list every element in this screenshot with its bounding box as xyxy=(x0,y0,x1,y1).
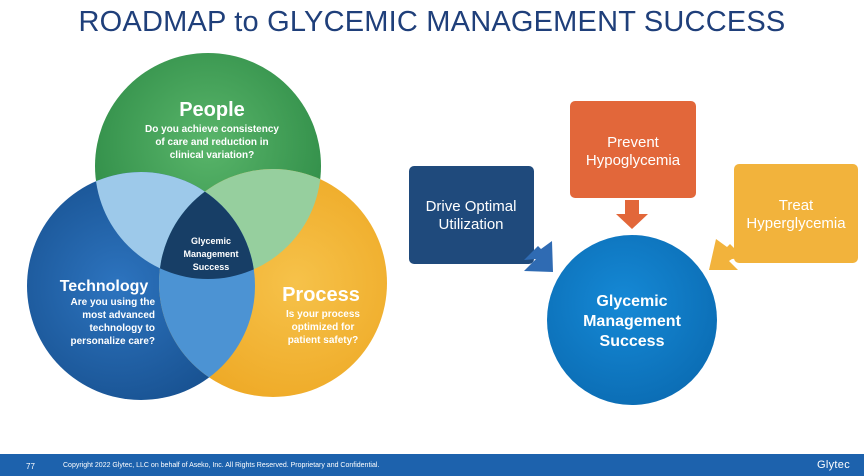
center-line-2: Management xyxy=(183,249,238,259)
technology-desc-line-3: technology to xyxy=(89,323,155,334)
prevent-line-1: Prevent xyxy=(607,134,660,151)
copyright-text: Copyright 2022 Glytec, LLC on behalf of … xyxy=(63,462,380,469)
technology-desc-line-4: personalize care? xyxy=(71,336,155,347)
process-desc-line-1: Is your process xyxy=(286,309,360,320)
drive-line-1: Drive Optimal xyxy=(426,198,517,215)
process-desc-line-2: optimized for xyxy=(292,322,355,333)
venn-center-region xyxy=(159,172,255,279)
prevent-hypoglycemia-box xyxy=(570,101,696,198)
arrow-treat-to-goal-icon xyxy=(709,239,744,270)
goal-line-3: Success xyxy=(600,333,665,350)
people-desc-line-2: of care and reduction in xyxy=(155,137,268,148)
footer-bar: 77 Copyright 2022 Glytec, LLC on behalf … xyxy=(0,454,864,476)
arrow-prevent-to-goal-icon xyxy=(616,200,648,229)
people-desc-line-3: clinical variation? xyxy=(170,150,254,161)
goal-circle xyxy=(547,235,717,405)
arrow-drive-to-goal-icon xyxy=(524,241,553,272)
technology-desc-line-1: Are you using the xyxy=(71,297,156,308)
center-line-1: Glycemic xyxy=(191,236,231,246)
drive-line-2: Utilization xyxy=(438,216,503,233)
treat-hyperglycemia-box xyxy=(734,164,858,263)
process-title: Process xyxy=(282,284,360,306)
center-line-3: Success xyxy=(193,262,230,272)
goal-line-1: Glycemic xyxy=(596,293,667,310)
drive-optimal-utilization-box xyxy=(409,166,534,264)
page-number: 77 xyxy=(26,462,35,471)
people-title: People xyxy=(179,99,245,121)
process-desc-line-3: patient safety? xyxy=(288,335,359,346)
glytec-logo: Glytec xyxy=(817,459,850,471)
prevent-line-2: Hypoglycemia xyxy=(586,152,681,169)
goal-line-2: Management xyxy=(583,313,681,330)
treat-line-2: Hyperglycemia xyxy=(746,215,846,232)
technology-title: Technology xyxy=(60,278,149,295)
technology-desc-line-2: most advanced xyxy=(82,310,155,321)
treat-line-1: Treat xyxy=(779,197,814,214)
page-title: ROADMAP to GLYCEMIC MANAGEMENT SUCCESS xyxy=(78,6,786,38)
people-desc-line-1: Do you achieve consistency xyxy=(145,124,279,135)
